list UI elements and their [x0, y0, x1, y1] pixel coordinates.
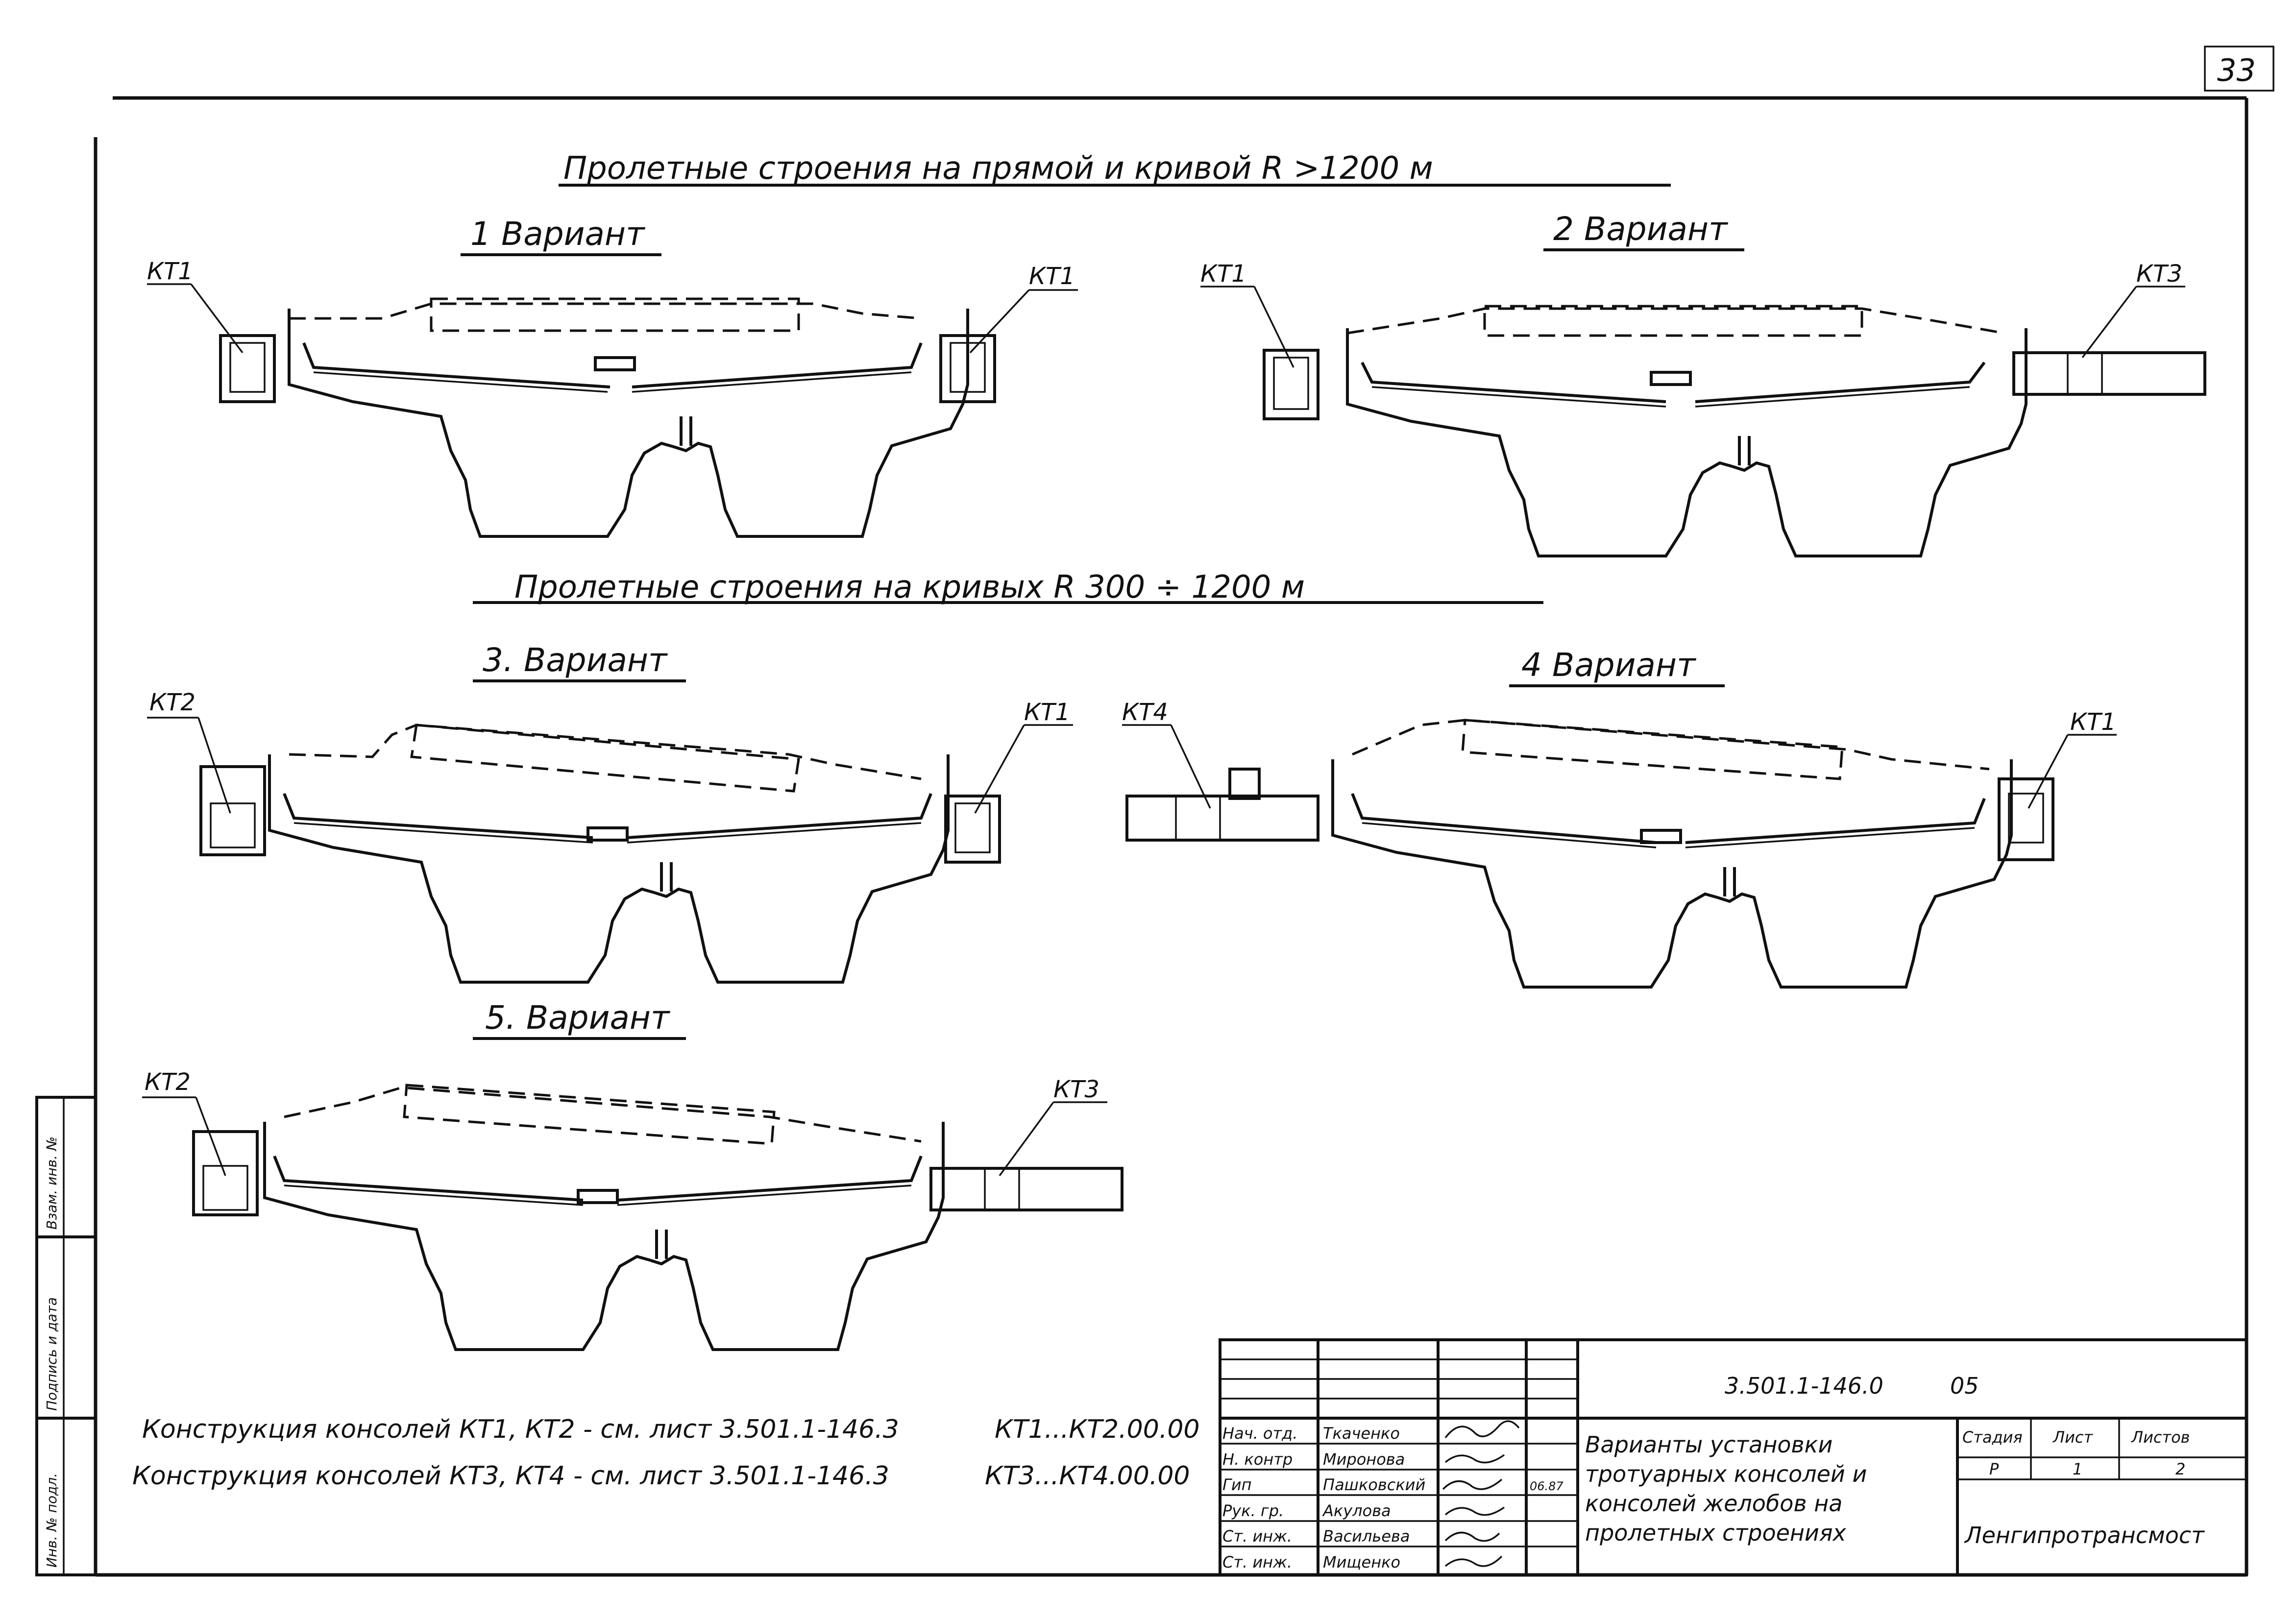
sheet-number: 33	[2217, 52, 2256, 88]
svg-text:Пашковский: Пашковский	[1323, 1475, 1425, 1494]
svg-text:2: 2	[2175, 1460, 2185, 1478]
note-2-text: Конструкция консолей КТ3, КТ4 - см. лист…	[132, 1461, 889, 1491]
variant-2-right-label: КТ3	[2136, 260, 2182, 288]
organization: Ленгипротрансмост	[1964, 1522, 2205, 1548]
note-1-code: КТ1...КТ2.00.00	[995, 1415, 1200, 1444]
svg-text:Ткаченко: Ткаченко	[1323, 1424, 1400, 1443]
variant-4-right-label: КТ1	[2070, 708, 2116, 736]
document-code: 3.501.1-146.0	[1725, 1373, 1883, 1399]
document-suffix: 05	[1950, 1373, 1979, 1399]
section-title-curves: Пролетные строения на кривых R 300 ÷ 120…	[514, 569, 1305, 605]
variant-2-left-label: КТ1	[1200, 260, 1246, 288]
svg-text:пролетных строениях: пролетных строениях	[1585, 1520, 1847, 1546]
variant-4-left-label: КТ4	[1122, 699, 1168, 726]
variant-3-title: 3. Вариант	[483, 641, 668, 679]
svg-text:Лист: Лист	[2052, 1428, 2093, 1447]
svg-text:Стадия: Стадия	[1962, 1428, 2023, 1447]
variant-1-right-label: КТ1	[1029, 263, 1075, 290]
variant-5-right-label: КТ3	[1053, 1076, 1099, 1103]
variant-5-left-label: КТ2	[145, 1068, 191, 1096]
svg-text:Н. контр: Н. контр	[1222, 1450, 1293, 1469]
variant-5-title: 5. Вариант	[485, 999, 671, 1037]
variant-1-section: 1 Вариант КТ1 КТ1	[147, 215, 1078, 536]
signature-marks	[1442, 1420, 1520, 1567]
svg-text:Рук. гр.: Рук. гр.	[1222, 1501, 1284, 1520]
variant-2-title: 2 Вариант	[1553, 210, 1729, 248]
title-block: 3.501.1-146.0 05 Нач. отд. Ткаченко Н. к…	[1219, 1338, 2248, 1576]
svg-text:Миронова: Миронова	[1323, 1450, 1405, 1469]
variant-4-section: 4 Вариант КТ4 КТ1	[1122, 646, 2117, 987]
svg-text:Акулова: Акулова	[1322, 1501, 1391, 1520]
note-1-text: Конструкция консолей КТ1, КТ2 - см. лист…	[142, 1415, 899, 1444]
variant-3-left-label: КТ2	[149, 689, 195, 716]
variant-3-right-label: КТ1	[1024, 699, 1070, 726]
svg-text:Инв. № подл.: Инв. № подл.	[44, 1473, 60, 1568]
svg-text:Мищенко: Мищенко	[1323, 1553, 1400, 1571]
side-stamp: Инв. № подл. Подпись и дата Взам. инв. №	[35, 1096, 97, 1576]
svg-text:консолей желобов на: консолей желобов на	[1585, 1490, 1842, 1517]
variant-1-title: 1 Вариант	[470, 215, 646, 253]
svg-text:Варианты установки: Варианты установки	[1585, 1431, 1832, 1458]
svg-text:06.87: 06.87	[1530, 1479, 1563, 1493]
svg-text:Васильева: Васильева	[1323, 1527, 1410, 1546]
variant-5-section: 5. Вариант КТ2 КТ3	[142, 999, 1124, 1350]
section-title-straight: Пролетные строения на прямой и кривой R …	[563, 150, 1433, 187]
svg-text:Ст. инж.: Ст. инж.	[1222, 1527, 1292, 1546]
svg-text:Подпись и дата: Подпись и дата	[44, 1297, 60, 1411]
svg-text:Р: Р	[1989, 1460, 1999, 1478]
note-2-code: КТ3...КТ4.00.00	[985, 1461, 1190, 1491]
variant-2-section: 2 Вариант КТ1 КТ3	[1200, 210, 2206, 556]
variant-4-title: 4 Вариант	[1521, 646, 1697, 684]
svg-text:Гип: Гип	[1222, 1475, 1252, 1494]
svg-text:тротуарных консолей и: тротуарных консолей и	[1585, 1461, 1867, 1487]
svg-text:Взам. инв. №: Взам. инв. №	[44, 1136, 60, 1230]
svg-text:Нач. отд.: Нач. отд.	[1222, 1424, 1297, 1443]
svg-text:Ст. инж.: Ст. инж.	[1222, 1553, 1292, 1571]
variant-1-left-label: КТ1	[147, 258, 193, 285]
variant-3-section: 3. Вариант КТ2 КТ1	[147, 641, 1073, 982]
svg-text:1: 1	[2073, 1460, 2082, 1478]
drawing-frame: 33	[94, 46, 2274, 1577]
svg-text:Листов: Листов	[2131, 1428, 2190, 1447]
